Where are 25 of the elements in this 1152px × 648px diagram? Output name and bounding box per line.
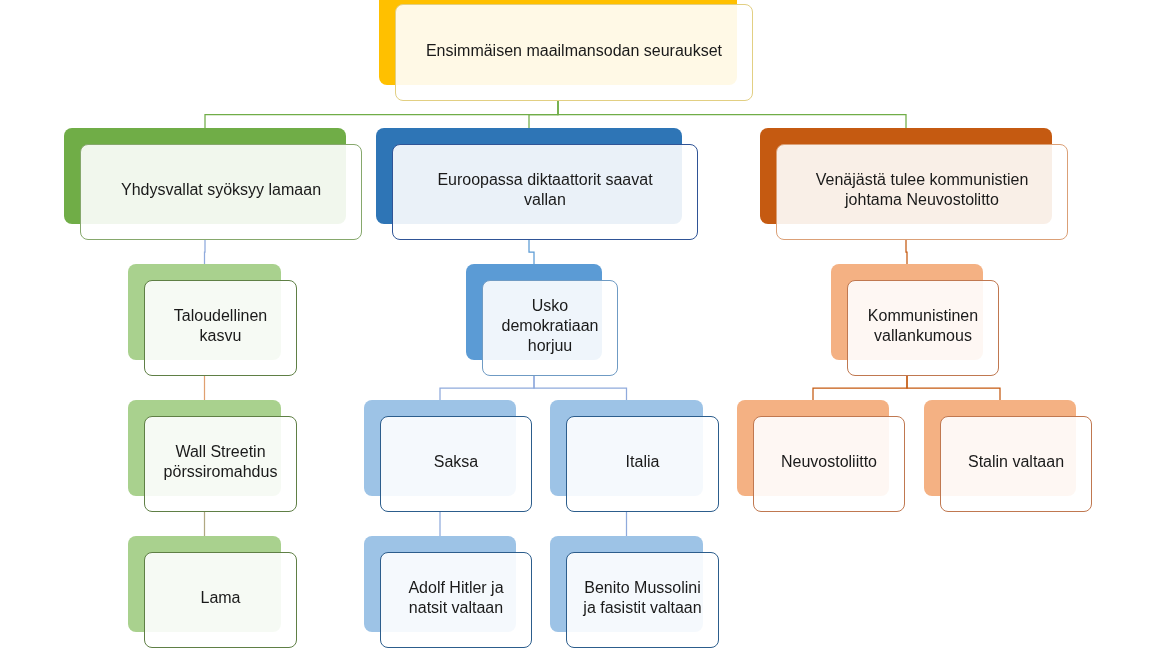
- connector-line: [906, 375, 1001, 401]
- node-label: Yhdysvallat syöksyy lamaan: [120, 180, 322, 200]
- connector-line: [557, 100, 907, 129]
- node-label: Lama: [200, 588, 241, 608]
- node-label: Benito Mussolini ja fasistit valtaan: [582, 578, 703, 618]
- node-label: Taloudellinen kasvu: [172, 306, 269, 346]
- connector-line: [439, 511, 441, 537]
- node-label: Euroopassa diktaattorit saavat vallan: [436, 170, 654, 210]
- node-label: Neuvostoliitto: [780, 452, 877, 472]
- connector-line: [203, 239, 206, 265]
- node-label: Adolf Hitler ja natsit valtaan: [407, 578, 505, 618]
- connector-line: [528, 239, 535, 265]
- node-label: Kommunistinen vallankumous: [866, 306, 980, 346]
- connector-line: [203, 511, 206, 537]
- connector-line: [533, 375, 628, 401]
- node-label: Stalin valtaan: [967, 452, 1065, 472]
- node-label: Italia: [625, 452, 660, 472]
- node-label: Venäjästä tulee kommunistien johtama Neuvostolitto: [814, 170, 1030, 210]
- connector-line: [203, 375, 206, 401]
- node-label: Usko demokratiaan horjuu: [500, 296, 600, 356]
- node-label: Wall Streetin pörssiromahdus: [162, 442, 279, 482]
- node-label: Ensimmäisen maailmansodan seuraukset: [425, 40, 723, 61]
- node-label: Saksa: [433, 452, 479, 472]
- connector-line: [905, 239, 908, 265]
- connector-line: [625, 511, 628, 537]
